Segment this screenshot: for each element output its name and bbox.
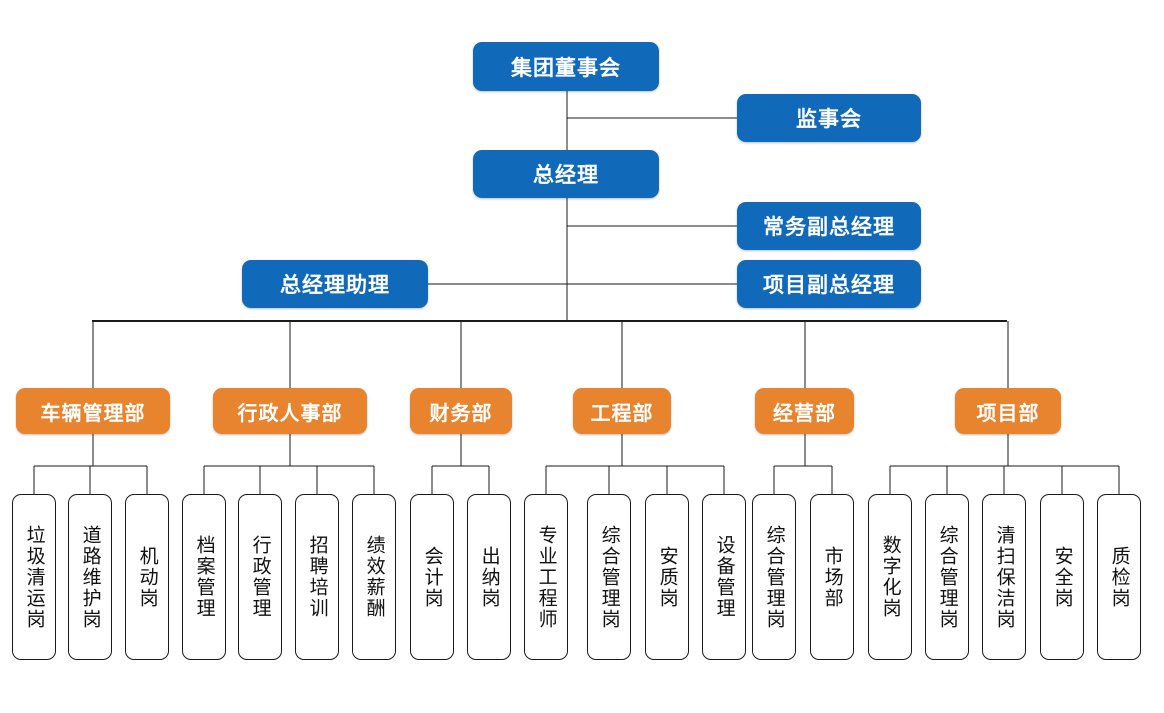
- node-board-label: 集团董事会: [511, 55, 621, 80]
- post-operations-0-label: 综合管理岗: [763, 524, 786, 630]
- post-engineering-1[interactable]: 综合管理岗: [587, 494, 631, 660]
- node-executive-deputy-manager-label: 常务副总经理: [763, 215, 895, 239]
- post-finance-0[interactable]: 会计岗: [410, 494, 454, 660]
- node-project-deputy-manager[interactable]: 项目副总经理: [737, 260, 921, 308]
- node-board[interactable]: 集团董事会: [473, 42, 659, 91]
- department-project-label: 项目部: [976, 400, 1040, 425]
- post-admin-hr-2[interactable]: 招聘培训: [295, 494, 339, 660]
- node-gm-assistant[interactable]: 总经理助理: [242, 260, 428, 308]
- post-admin-hr-3-label: 绩效薪酬: [363, 535, 386, 619]
- post-vehicle-1[interactable]: 道路维护岗: [68, 494, 112, 660]
- post-operations-1-label: 市场部: [821, 545, 844, 609]
- department-engineering-label: 工程部: [590, 400, 654, 425]
- post-finance-1[interactable]: 出纳岗: [467, 494, 511, 660]
- department-finance[interactable]: 财务部: [410, 388, 512, 434]
- department-vehicle[interactable]: 车辆管理部: [16, 388, 170, 434]
- department-operations-label: 经营部: [773, 400, 836, 425]
- post-vehicle-0[interactable]: 垃圾清运岗: [12, 494, 56, 660]
- post-admin-hr-2-label: 招聘培训: [306, 535, 329, 619]
- department-admin-hr-label: 行政人事部: [237, 400, 343, 425]
- post-engineering-2-label: 安质岗: [656, 545, 679, 609]
- post-project-3[interactable]: 安全岗: [1040, 494, 1084, 660]
- post-project-1[interactable]: 综合管理岗: [925, 494, 969, 660]
- post-project-0[interactable]: 数字化岗: [868, 494, 912, 660]
- post-admin-hr-3[interactable]: 绩效薪酬: [352, 494, 396, 660]
- post-project-2-label: 清扫保洁岗: [993, 524, 1016, 630]
- department-operations[interactable]: 经营部: [755, 388, 854, 434]
- department-project[interactable]: 项目部: [955, 388, 1061, 434]
- department-admin-hr[interactable]: 行政人事部: [213, 388, 367, 434]
- post-vehicle-2[interactable]: 机动岗: [125, 494, 169, 660]
- post-operations-0[interactable]: 综合管理岗: [752, 494, 796, 660]
- post-project-4[interactable]: 质检岗: [1097, 494, 1141, 660]
- department-finance-label: 财务部: [429, 400, 493, 425]
- post-engineering-3-label: 设备管理: [713, 535, 736, 619]
- post-operations-1[interactable]: 市场部: [810, 494, 854, 660]
- post-project-4-label: 质检岗: [1108, 545, 1131, 609]
- node-supervisory-board[interactable]: 监事会: [737, 94, 921, 142]
- post-engineering-3[interactable]: 设备管理: [702, 494, 746, 660]
- post-vehicle-1-label: 道路维护岗: [79, 524, 102, 630]
- post-project-1-label: 综合管理岗: [936, 524, 959, 630]
- post-engineering-0[interactable]: 专业工程师: [524, 494, 568, 660]
- post-admin-hr-1[interactable]: 行政管理: [238, 494, 282, 660]
- post-engineering-0-label: 专业工程师: [535, 524, 558, 630]
- post-vehicle-2-label: 机动岗: [136, 545, 159, 609]
- post-admin-hr-0[interactable]: 档案管理: [182, 494, 226, 660]
- post-finance-1-label: 出纳岗: [478, 545, 501, 609]
- post-project-0-label: 数字化岗: [879, 535, 902, 619]
- post-finance-0-label: 会计岗: [421, 545, 444, 609]
- department-vehicle-label: 车辆管理部: [40, 400, 146, 425]
- department-engineering[interactable]: 工程部: [573, 388, 671, 434]
- node-executive-deputy-manager[interactable]: 常务副总经理: [737, 202, 921, 250]
- post-engineering-2[interactable]: 安质岗: [645, 494, 689, 660]
- node-gm-assistant-label: 总经理助理: [280, 273, 390, 297]
- post-admin-hr-1-label: 行政管理: [249, 535, 272, 619]
- post-vehicle-0-label: 垃圾清运岗: [23, 524, 46, 630]
- node-general-manager-label: 总经理: [533, 163, 599, 187]
- post-project-3-label: 安全岗: [1051, 545, 1074, 609]
- node-project-deputy-manager-label: 项目副总经理: [763, 273, 895, 297]
- post-admin-hr-0-label: 档案管理: [193, 535, 216, 619]
- node-general-manager[interactable]: 总经理: [473, 150, 659, 198]
- post-project-2[interactable]: 清扫保洁岗: [982, 494, 1026, 660]
- post-engineering-1-label: 综合管理岗: [598, 524, 621, 630]
- node-supervisory-board-label: 监事会: [796, 107, 862, 131]
